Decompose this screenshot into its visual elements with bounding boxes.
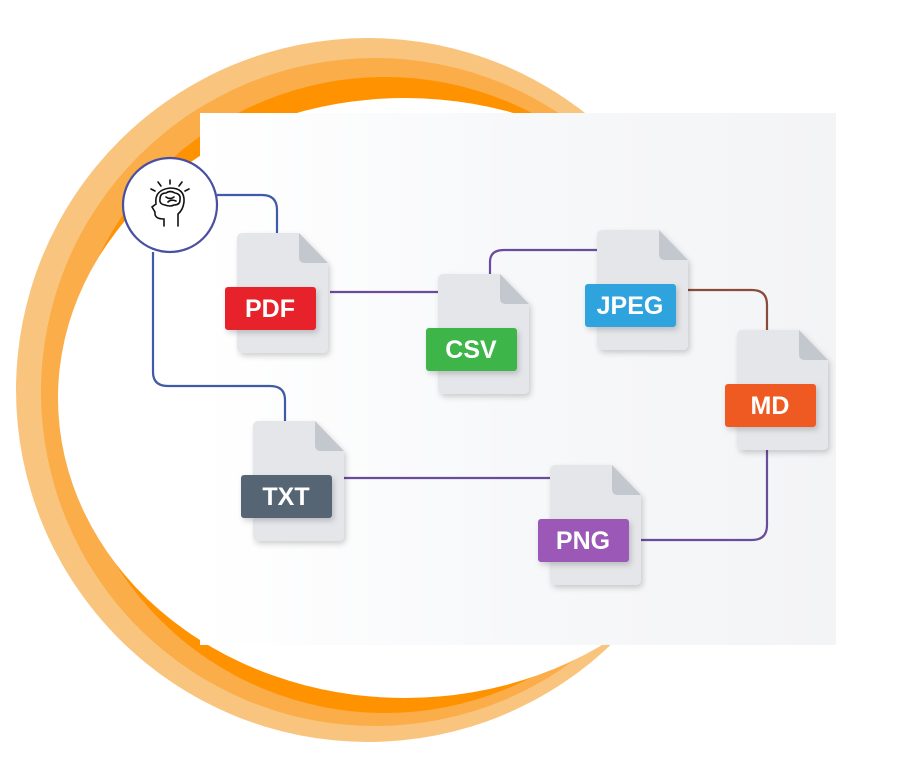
format-badge bbox=[225, 287, 316, 330]
page-fold-icon bbox=[659, 230, 688, 260]
format-badge bbox=[538, 519, 629, 562]
connector-jpeg-md bbox=[686, 288, 769, 332]
page-fold-icon bbox=[799, 330, 828, 360]
format-label: JPEG bbox=[597, 292, 664, 320]
format-badge bbox=[241, 475, 332, 518]
connector-hub-pdf bbox=[217, 193, 279, 235]
file-node-pdf: PDF bbox=[225, 233, 328, 353]
brain-head-icon bbox=[150, 179, 190, 227]
page-fold-icon bbox=[299, 233, 328, 263]
page-fold-icon bbox=[315, 421, 344, 451]
format-badge bbox=[585, 284, 676, 327]
page-fold-icon bbox=[500, 274, 529, 304]
format-label: PNG bbox=[556, 527, 610, 555]
hub-node bbox=[121, 156, 219, 254]
format-label: PDF bbox=[245, 295, 295, 323]
file-node-jpeg: JPEG bbox=[585, 230, 688, 350]
connector-md-png bbox=[640, 450, 769, 542]
format-label: CSV bbox=[445, 336, 497, 364]
connector-hub-txt bbox=[151, 252, 287, 422]
file-node-csv: CSV bbox=[426, 274, 529, 394]
format-label: TXT bbox=[262, 483, 309, 511]
format-badge bbox=[426, 328, 517, 371]
connector-csv-jpeg bbox=[488, 248, 598, 274]
format-badge bbox=[725, 384, 816, 427]
file-node-txt: TXT bbox=[241, 421, 344, 541]
page-fold-icon bbox=[612, 465, 641, 495]
file-node-md: MD bbox=[725, 330, 828, 450]
file-node-png: PNG bbox=[538, 465, 641, 585]
format-label: MD bbox=[751, 392, 790, 420]
